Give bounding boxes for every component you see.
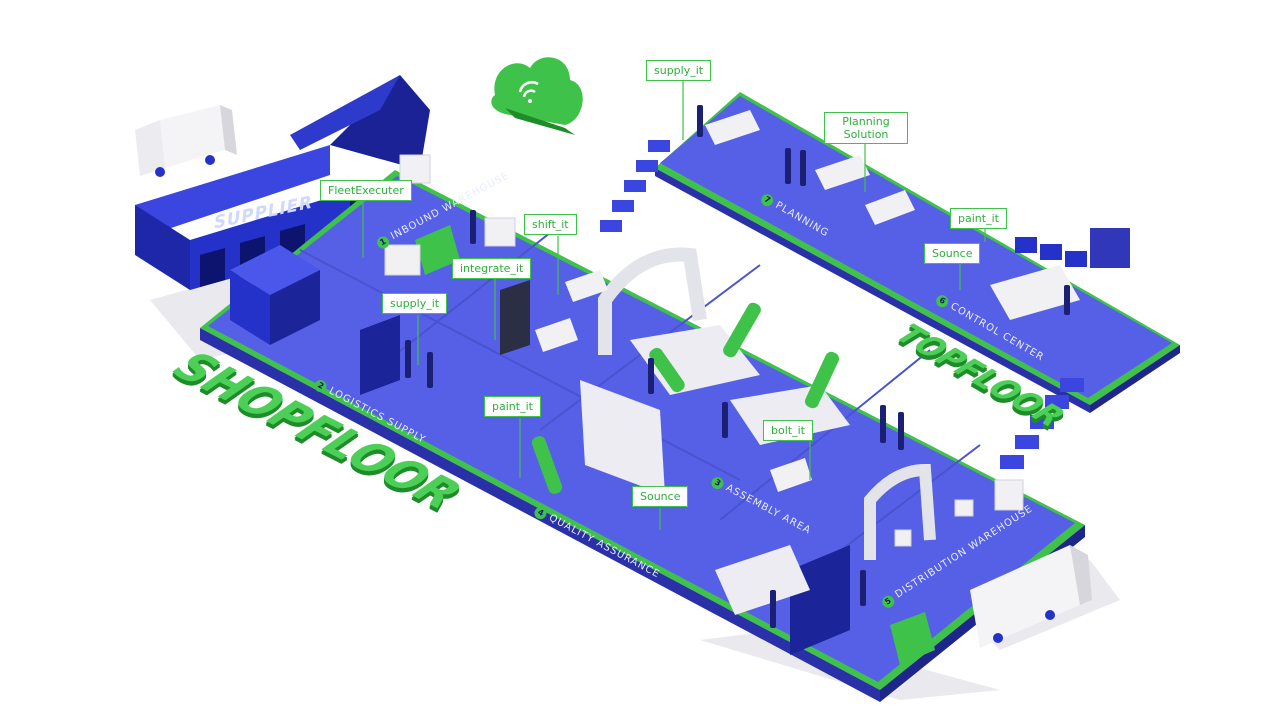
callout-supply-it-shop[interactable]: supply_it (382, 293, 448, 314)
callout-leaders (362, 80, 986, 530)
callout-supply-it-top[interactable]: supply_it (646, 60, 712, 81)
callout-shift-it[interactable]: shift_it (524, 214, 577, 235)
distribution-truck (970, 545, 1092, 648)
stairs-right (1000, 378, 1084, 469)
callout-integrate-it[interactable]: integrate_it (452, 258, 532, 279)
workers (405, 105, 1070, 628)
equipment (360, 110, 1130, 665)
callout-paint-it-top[interactable]: paint_it (950, 208, 1007, 229)
stairs-left (600, 140, 670, 232)
container-stack (230, 245, 320, 345)
supplier-truck (135, 105, 237, 177)
callout-planning-solution[interactable]: Planning Solution (824, 112, 908, 144)
callout-sounce-shop[interactable]: Sounce (632, 486, 689, 507)
callout-paint-it-shop[interactable]: paint_it (484, 396, 541, 417)
cloud-wifi-icon (491, 57, 583, 135)
callout-bolt-it[interactable]: bolt_it (763, 420, 813, 441)
callout-fleet-executer[interactable]: FleetExecuter (320, 180, 412, 201)
callout-sounce-top[interactable]: Sounce (924, 243, 981, 264)
